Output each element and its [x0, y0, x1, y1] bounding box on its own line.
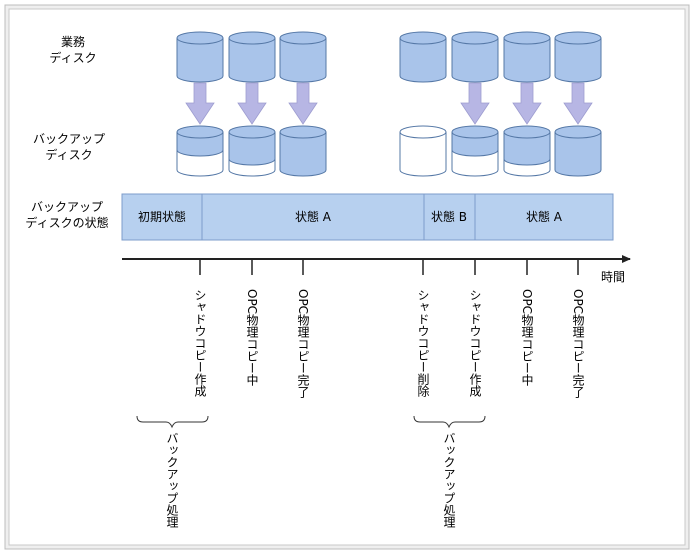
- brace-labels-layer: バックアップ処理 バックアップ処理: [165, 432, 456, 528]
- event-label-3: OPC物理コピー完了: [296, 289, 310, 398]
- business-disk-6: [503, 31, 551, 83]
- disks-layer: [176, 31, 602, 177]
- business-disk-4: [399, 31, 447, 83]
- event-label-6: OPC物理コピー中: [520, 289, 534, 386]
- backup-disk-3: [279, 125, 327, 177]
- down-arrow-2: [237, 82, 267, 125]
- backup-disk-6: [503, 125, 551, 177]
- backup-disk-5: [451, 125, 499, 177]
- time-axis-label: 時間: [601, 270, 625, 284]
- down-arrow-1: [185, 82, 215, 125]
- brace-left: [136, 415, 209, 429]
- events-layer: シャドウコピー作成 OPC物理コピー中 OPC物理コピー完了 シャドウコピー削除 シャド…: [193, 259, 585, 398]
- business-disk-1: [176, 31, 224, 83]
- state-segment-initial: [121, 193, 203, 241]
- state-bar: 初期状態 状態 A 状態 B 状態 A: [121, 193, 614, 241]
- brace-right: [413, 415, 486, 429]
- event-label-5: シャドウコピー作成: [468, 289, 482, 398]
- backup-disk-1: [176, 125, 224, 177]
- backup-disk-4: [399, 125, 447, 177]
- backup-state-label-line2: ディスクの状態: [25, 215, 108, 230]
- backup-state-label-line1: バックアップ: [31, 200, 103, 214]
- down-arrow-6: [563, 82, 593, 125]
- state-label-a2: 状態 A: [526, 209, 563, 224]
- state-segment-b: [423, 193, 476, 241]
- state-label-b: 状態 B: [431, 209, 467, 224]
- state-segment-a1: [201, 193, 425, 241]
- arrows-layer: [185, 82, 593, 125]
- business-disk-2: [228, 31, 276, 83]
- backup-disk-label-line2: ディスク: [45, 147, 92, 162]
- brace-label-1: バックアップ処理: [165, 432, 179, 528]
- backup-disk-label-line1: バックアップ: [33, 132, 105, 146]
- down-arrow-5: [512, 82, 542, 125]
- state-segment-a2: [474, 193, 614, 241]
- event-label-7: OPC物理コピー完了: [571, 289, 585, 398]
- business-disk-5: [451, 31, 499, 83]
- event-label-1: シャドウコピー作成: [193, 289, 207, 398]
- business-disk-label-line1: 業務: [61, 35, 85, 49]
- down-arrow-3: [288, 82, 318, 125]
- event-label-2: OPC物理コピー中: [245, 289, 259, 386]
- state-label-a1: 状態 A: [295, 209, 332, 224]
- business-disk-3: [279, 31, 327, 83]
- backup-disk-2: [228, 125, 276, 177]
- backup-disk-7: [554, 125, 602, 177]
- business-disk-label-line2: ディスク: [49, 50, 96, 65]
- event-label-4: シャドウコピー削除: [416, 289, 430, 397]
- brace-label-2: バックアップ処理: [442, 432, 456, 528]
- business-disk-7: [554, 31, 602, 83]
- state-label-initial: 初期状態: [138, 209, 186, 224]
- down-arrow-4: [460, 82, 490, 125]
